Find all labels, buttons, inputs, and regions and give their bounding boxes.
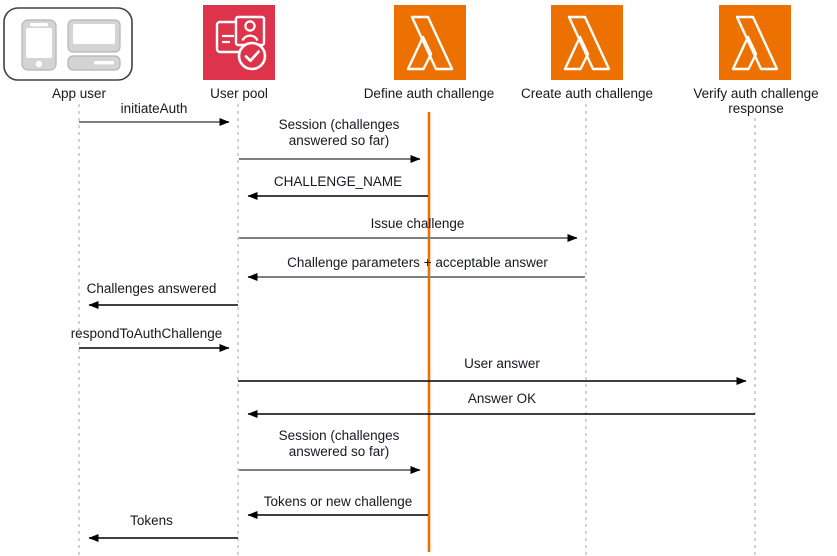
devices-icon	[3, 7, 133, 81]
verify-label-line-1: Verify auth challenge	[693, 86, 819, 101]
message-label-challenges-answered: Challenges answered	[86, 281, 217, 296]
message-label-respondToAuthChallenge: respondToAuthChallenge	[70, 326, 223, 341]
actor-label-user-pool: User pool	[210, 86, 268, 101]
message-label-session-2: Session (challenges answered so far)	[249, 428, 429, 460]
actor-label-verify-auth-challenge-response: Verify auth challenge response	[675, 86, 837, 116]
lambda-icon-define-auth-challenge	[394, 5, 466, 80]
message-label-issue-challenge: Issue challenge	[370, 216, 465, 231]
session-2-line-1: Session (challenges	[278, 428, 400, 443]
message-label-answer-ok: Answer OK	[467, 391, 537, 406]
session-1-line-1: Session (challenges	[278, 117, 400, 132]
actor-label-define-auth-challenge: Define auth challenge	[363, 86, 495, 101]
message-label-session-1: Session (challenges answered so far)	[249, 117, 429, 149]
lambda-icon-verify-auth-challenge-response	[719, 5, 791, 80]
actor-label-create-auth-challenge: Create auth challenge	[520, 86, 654, 101]
message-label-initiateAuth: initiateAuth	[120, 101, 188, 116]
lambda-icon-create-auth-challenge	[551, 5, 623, 80]
verify-label-line-2: response	[728, 101, 784, 116]
session-1-line-2: answered so far)	[288, 133, 390, 148]
message-label-tokens-or-new-challenge: Tokens or new challenge	[263, 494, 413, 509]
actor-label-app-user: App user	[51, 86, 107, 101]
message-label-user-answer: User answer	[464, 356, 540, 371]
session-2-line-2: answered so far)	[288, 444, 390, 459]
user-pool-icon	[203, 5, 275, 80]
message-label-challenge-parameters: Challenge parameters + acceptable answer	[287, 255, 548, 270]
message-label-tokens: Tokens	[130, 513, 173, 528]
message-label-challenge-name: CHALLENGE_NAME	[273, 174, 403, 189]
